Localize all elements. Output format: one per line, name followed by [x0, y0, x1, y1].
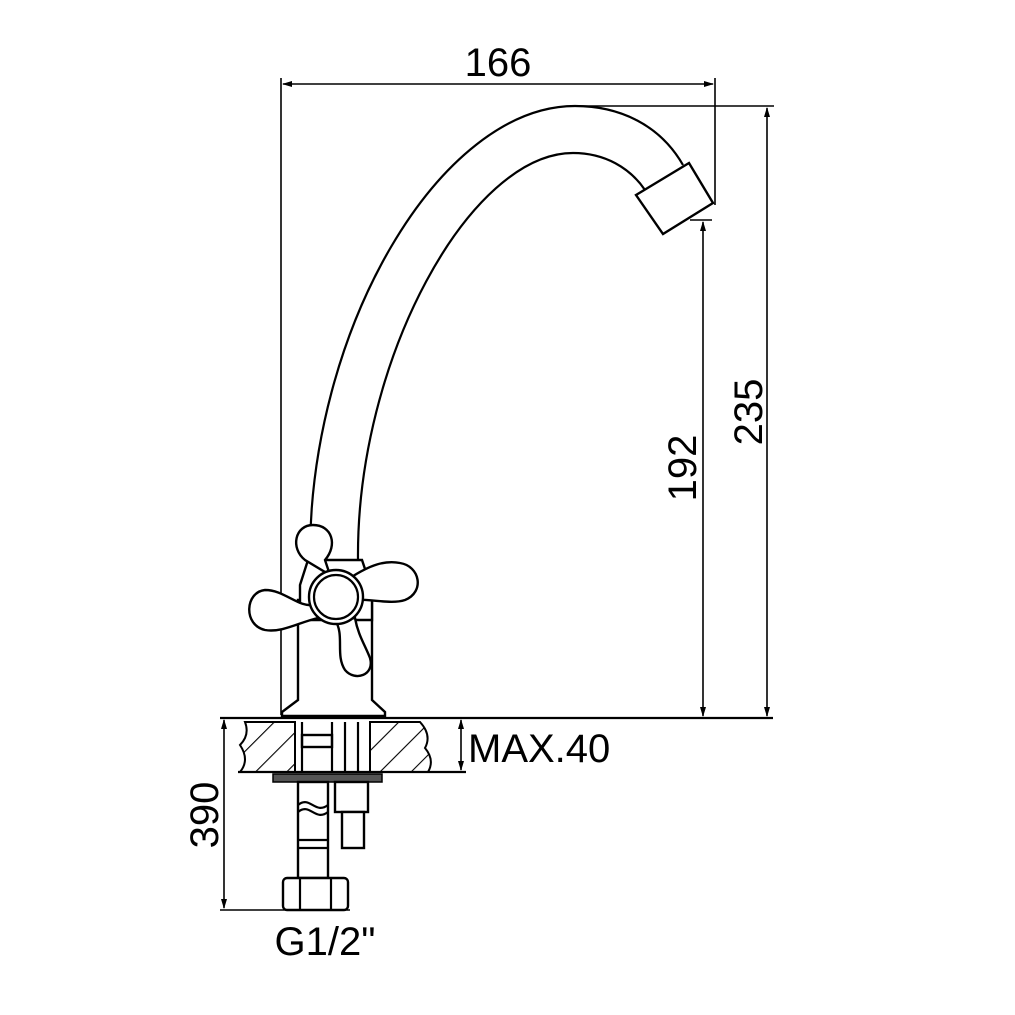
underside-fittings: [272, 773, 383, 912]
countertop: [220, 716, 773, 774]
hose-length-label: 390: [183, 782, 227, 849]
flexible-hose: [296, 780, 330, 880]
handle-hub[interactable]: [307, 568, 365, 626]
thread-label: G1/2": [275, 920, 376, 964]
spout-height-dimension: 192: [661, 219, 712, 717]
spout: [308, 104, 715, 561]
handle-arm-bottom[interactable]: [332, 616, 372, 678]
countertop-section-left: [237, 721, 296, 773]
hose-break-mark: [297, 808, 329, 816]
mounting-stud-upper: [333, 780, 370, 814]
total-height-dimension: 235: [575, 105, 774, 717]
total-height-label: 235: [727, 379, 771, 446]
mounting-nut: [300, 733, 334, 749]
width-label: 166: [465, 41, 532, 85]
countertop-section-right: [369, 721, 432, 773]
washer-plate: [272, 773, 383, 783]
handle-arm-top[interactable]: [294, 523, 334, 578]
handle-cap[interactable]: [312, 573, 360, 621]
mounting-stud-lower: [340, 810, 366, 850]
spout-outer-edge: [308, 104, 684, 561]
hose-nut: [281, 876, 350, 912]
hose-break-mark: [297, 801, 329, 809]
aerator: [634, 161, 715, 236]
hose-length-dimension: 390: [183, 719, 350, 911]
handle-arm-left[interactable]: [248, 588, 320, 632]
spout-height-label: 192: [661, 435, 705, 502]
handle-arm-right[interactable]: [348, 561, 419, 604]
cross-handle[interactable]: [248, 523, 419, 678]
deck-thickness-label: MAX.40: [468, 727, 610, 771]
spout-inner-edge: [356, 151, 646, 561]
deck-thickness-dimension: MAX.40: [458, 719, 610, 771]
